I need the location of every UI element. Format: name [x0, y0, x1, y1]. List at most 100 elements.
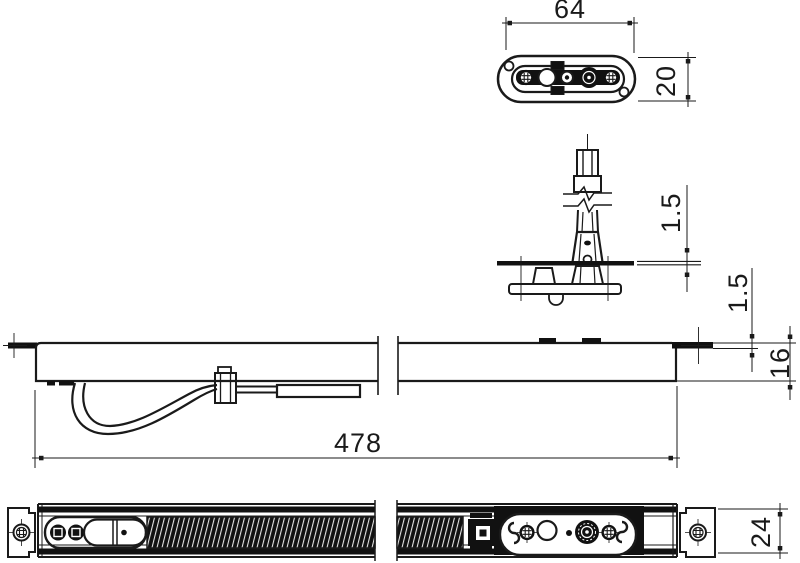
spindle-base	[571, 265, 604, 285]
dim-tick	[749, 353, 755, 358]
dim-1-5-flange: 1.5	[713, 268, 758, 372]
base-plate	[508, 283, 622, 295]
dim-tick	[685, 95, 691, 100]
dim-tick	[627, 20, 632, 26]
dim-tick	[39, 455, 44, 461]
dim-top-width-label: 64	[554, 0, 586, 24]
roller-circle	[536, 519, 558, 542]
break-line	[563, 197, 612, 214]
ear-cutout-icon	[503, 60, 515, 72]
end-plate-left	[7, 507, 36, 558]
cable-loop-inner	[82, 382, 218, 428]
dim-plate-thickness-label: 1.5	[656, 192, 686, 233]
clamp-block	[214, 372, 237, 404]
spring-coil	[396, 516, 464, 549]
clamp-block-inner	[219, 373, 232, 403]
end-plate-right	[679, 507, 716, 558]
foot-tab	[59, 381, 74, 386]
rail-bottom	[38, 548, 375, 555]
channel-outline-left	[37, 503, 375, 558]
dim-tick	[787, 385, 793, 390]
screw-icon	[689, 523, 707, 542]
screw-icon	[602, 69, 620, 86]
dim-tick	[787, 334, 793, 339]
channel-outline-right	[397, 503, 677, 558]
dim-tick	[507, 20, 512, 26]
extension-lines	[713, 342, 758, 349]
screw-icon	[12, 523, 31, 542]
dim-channel-height-label: 16	[765, 347, 795, 379]
mounting-plate	[497, 261, 634, 266]
top-view-inner-slot	[510, 64, 626, 94]
knurled-knob-icon	[577, 66, 601, 89]
left-flange-centerline-cross	[3, 333, 27, 358]
screw-centerlines	[520, 256, 609, 301]
slider-capsule	[82, 518, 148, 547]
clip-tab	[470, 546, 492, 551]
extension-lines	[677, 342, 796, 382]
cord-hook-cutout	[615, 520, 629, 544]
foot-tab	[47, 381, 55, 386]
capsule-divider	[112, 519, 118, 546]
tab-bottom	[550, 86, 565, 95]
dim-24: 24	[718, 503, 788, 559]
knurled-knob-icon	[575, 520, 599, 544]
bolt-icon	[67, 523, 85, 542]
channel-right-outline	[398, 341, 678, 383]
spindle-rod-lower	[576, 209, 599, 233]
dim-tick	[749, 334, 755, 339]
cable-rod	[236, 385, 277, 394]
bottom-view	[7, 500, 716, 561]
cable-loop-outer	[71, 382, 218, 436]
dim-tick	[685, 59, 691, 64]
spindle-base-inner	[579, 265, 596, 285]
dim-tick	[777, 512, 783, 517]
dim-bottom-height-label: 24	[746, 516, 776, 548]
spindle-body-inner	[578, 233, 597, 263]
dim-478: 478	[32, 386, 680, 468]
cord-hook-cutout	[507, 521, 521, 545]
pin-dot	[564, 75, 570, 80]
dim-tick	[668, 455, 673, 461]
extension-lines	[34, 386, 678, 468]
break-edges	[374, 500, 398, 561]
spindle-body	[571, 230, 604, 263]
side-view	[3, 327, 713, 436]
dim-20: 20	[638, 52, 696, 107]
screw-icon	[600, 524, 618, 541]
bolt-icon	[49, 523, 67, 542]
spindle-rod-lower-inner	[581, 211, 594, 233]
top-view-outer-outline	[496, 54, 637, 104]
extension-lines	[638, 57, 696, 102]
capsule-pin	[121, 529, 127, 536]
top-tab	[582, 338, 601, 344]
dim-overall-length-label: 478	[334, 428, 382, 458]
channel-left-outline	[34, 341, 378, 383]
top-tab	[539, 338, 556, 344]
pin-dot	[566, 530, 572, 536]
ear-cutout-icon	[618, 86, 630, 98]
dim-1-5-spindle: 1.5	[656, 185, 690, 292]
screw-icon	[518, 524, 536, 541]
base-tab	[548, 294, 564, 306]
spindle-view	[497, 134, 701, 306]
spindle-rod-top	[576, 149, 599, 177]
clip-nut	[479, 529, 487, 537]
spindle-collar	[573, 175, 602, 193]
clip-tab	[470, 513, 492, 518]
right-flange-centerline-cross	[681, 327, 712, 364]
dim-tick	[684, 248, 690, 253]
top-view	[496, 54, 637, 104]
dim-16: 16	[677, 326, 796, 400]
rail-top	[38, 506, 375, 513]
spring-coil	[146, 516, 376, 549]
dim-top-height-label: 20	[651, 65, 681, 97]
dim-64: 64	[502, 0, 638, 53]
spindle-rod-inner-lines	[582, 150, 593, 176]
screw-icon	[517, 69, 535, 86]
slider-bar	[275, 383, 362, 399]
dim-tick	[777, 546, 783, 551]
roller-circle	[537, 68, 557, 87]
